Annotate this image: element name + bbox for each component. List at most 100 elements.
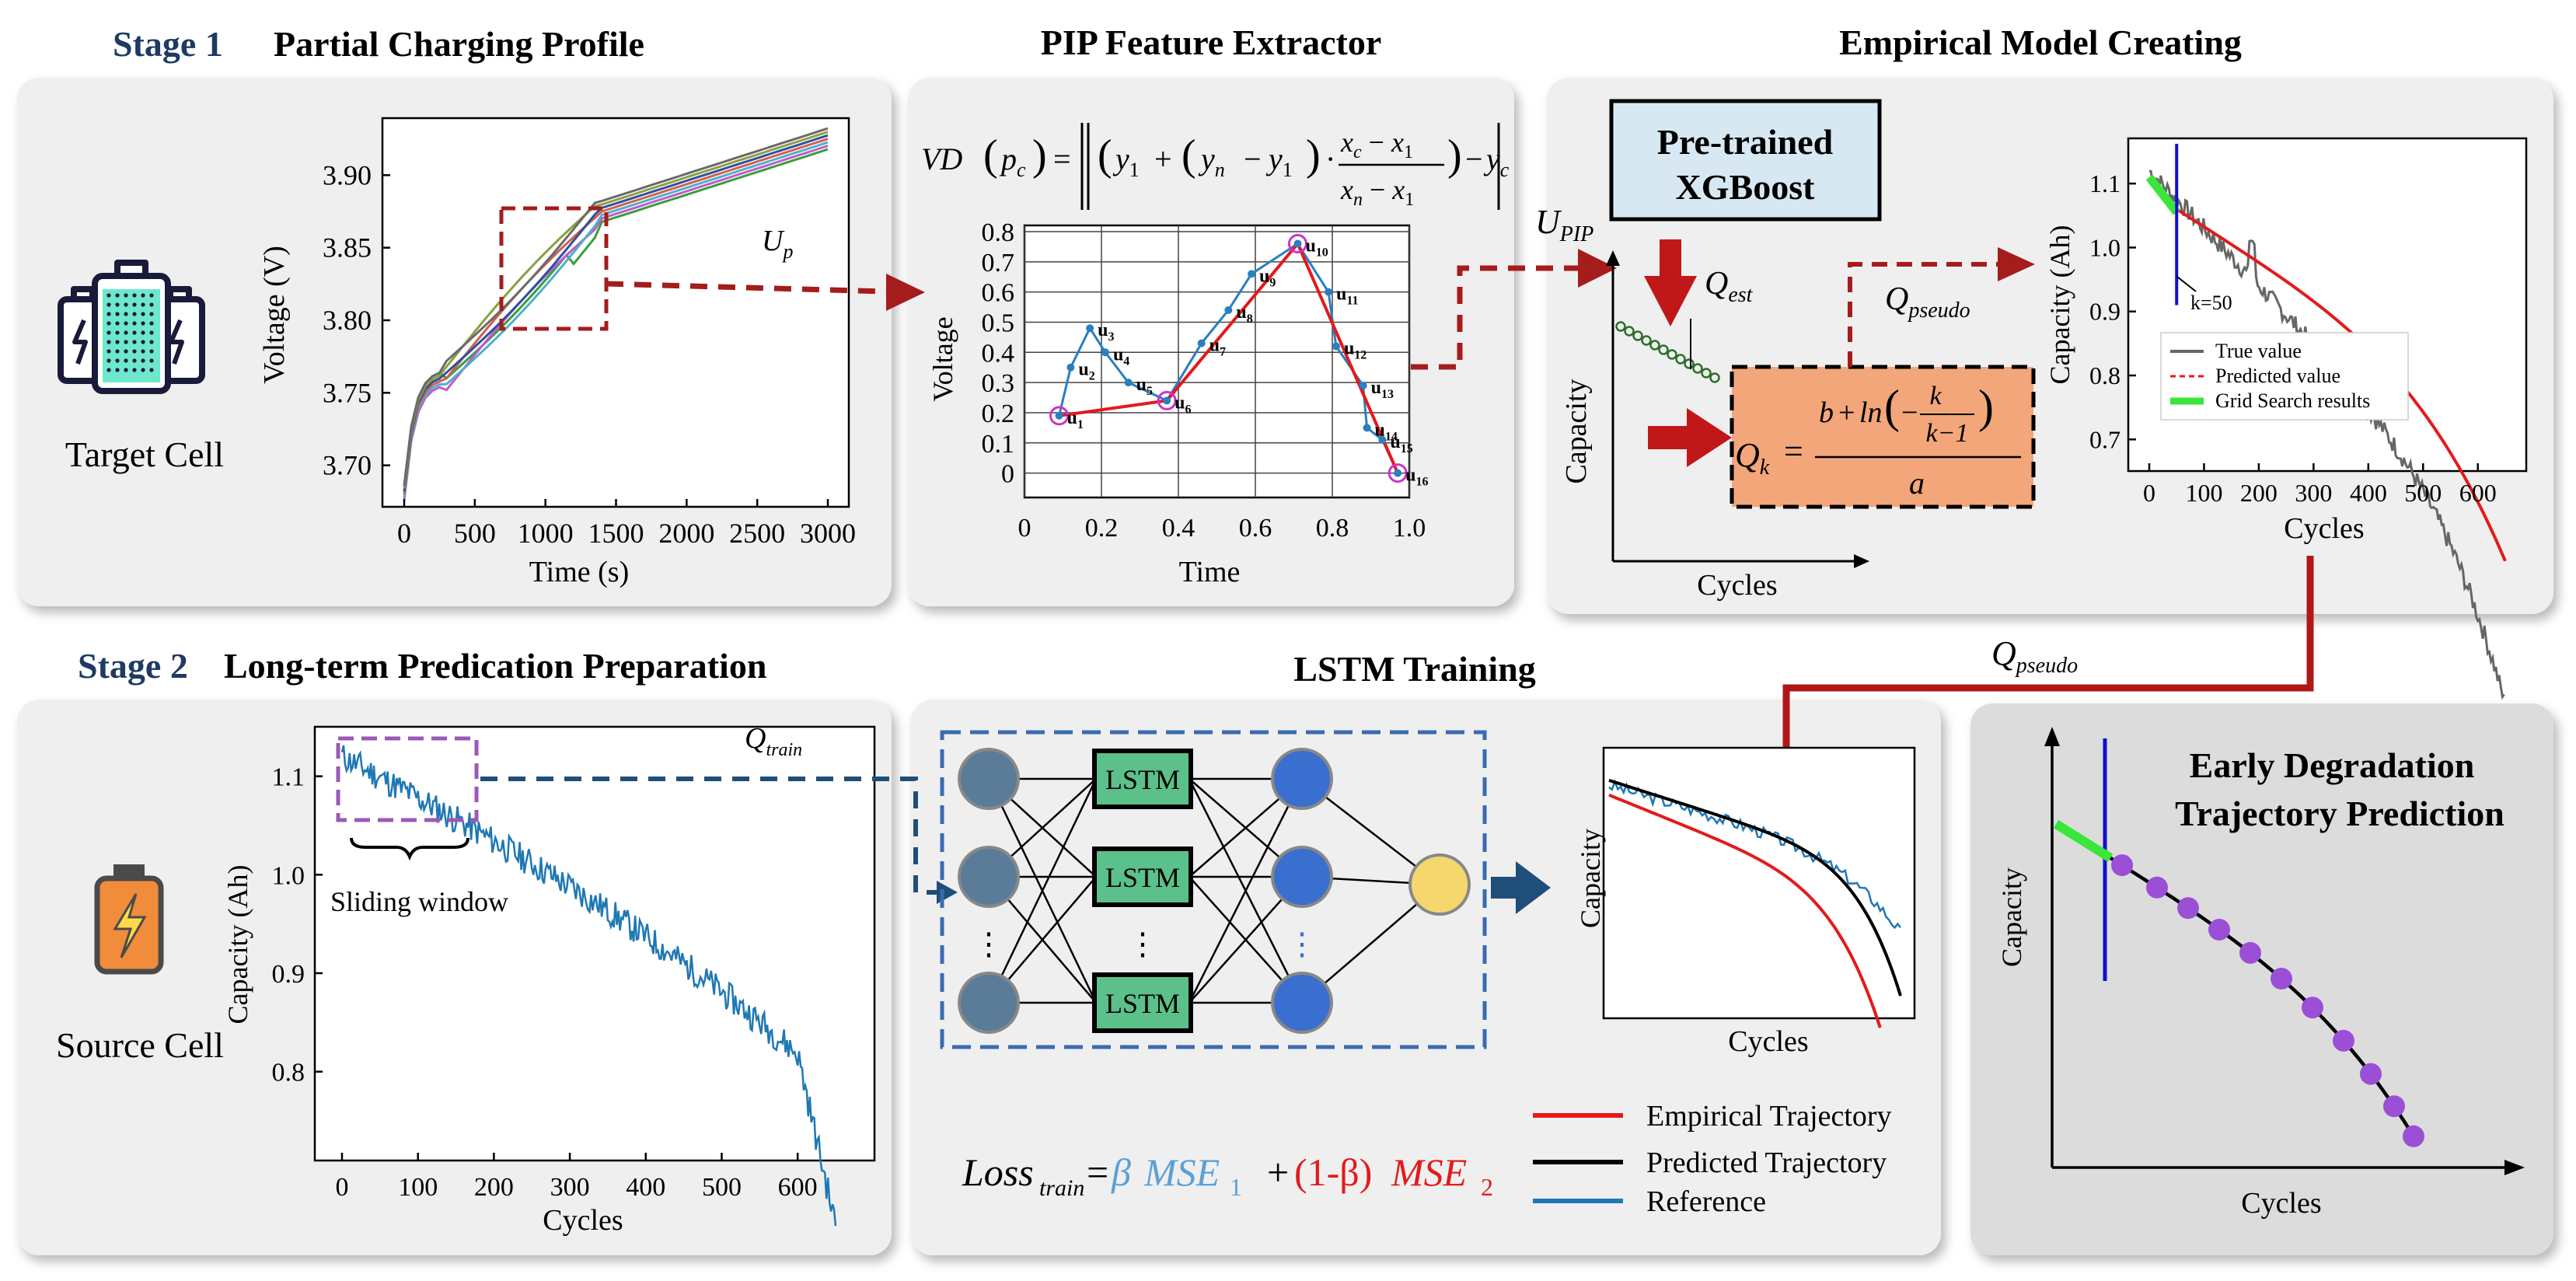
lstm-cell — [1092, 846, 1193, 907]
q-pseudo-label-top: Qpseudo — [1885, 281, 1970, 323]
prediction-xlabel: Cycles — [2241, 1187, 2321, 1220]
battery-dot — [132, 321, 137, 326]
pip-grid — [1024, 225, 1410, 497]
battery-dot — [115, 340, 120, 344]
pip-y-tick-label: 0.1 — [982, 430, 1015, 459]
arrow-into-qk-head — [1687, 408, 1732, 467]
voltage-curves — [403, 127, 829, 501]
vd-formula: VD ( pc ) = ( y1 + ( yn − y1 ) · xc − x1… — [921, 123, 1510, 210]
source-ylabel: Capacity (Ah) — [222, 865, 253, 1024]
legend-grid: Grid Search results — [2215, 389, 2370, 412]
k-label: k=50 — [2190, 291, 2232, 314]
battery-dot — [141, 312, 145, 316]
svg-text:a: a — [1909, 466, 1925, 501]
src-x-tick-label: 500 — [702, 1173, 742, 1202]
capacity-sample-dot — [1658, 344, 1669, 355]
battery-dot — [132, 340, 137, 344]
predicted-trajectory — [1608, 778, 1902, 997]
pip-point-label-sub: 1 — [1077, 418, 1084, 431]
pip-point-label-sub: 4 — [1123, 354, 1129, 368]
battery-dot — [115, 293, 120, 298]
lstm-mini-ylabel: Capacity — [1575, 829, 1606, 928]
svg-text:): ) — [1978, 381, 1994, 432]
battery-dots — [106, 293, 154, 372]
svg-text:(1-β): (1-β) — [1294, 1150, 1372, 1194]
pip-y-tick-label: 0.3 — [982, 369, 1015, 398]
cap-y-tick-label: 1.1 — [2089, 169, 2120, 197]
input-node — [958, 846, 1020, 908]
pip-point — [1163, 396, 1171, 405]
arrow-lstm-output — [1491, 861, 1551, 914]
qk-formula: Qk = b + ln ( − k k−1 ) a — [1735, 381, 2021, 501]
battery-dot — [115, 368, 120, 372]
pip-point — [1359, 382, 1367, 389]
predicted-point — [2239, 941, 2261, 964]
pip-raw-line — [1058, 242, 1399, 474]
cap-y-tick-label: 0.8 — [2089, 361, 2120, 389]
stage1-title: Partial Charging Profile — [274, 24, 644, 64]
svg-text:2: 2 — [1481, 1173, 1493, 1201]
battery-dot — [149, 358, 154, 363]
src-y-tick-label: 1.1 — [272, 763, 305, 792]
battery-dot — [115, 349, 120, 354]
battery-dot — [106, 302, 111, 307]
svg-text:−: − — [1465, 141, 1483, 176]
battery-charging-icon — [94, 864, 164, 975]
x-tick-label: 1500 — [588, 518, 644, 549]
battery-dot — [115, 321, 120, 326]
source-capacity-line — [340, 745, 837, 1227]
legend-predicted: Predicted value — [2215, 365, 2340, 387]
q-pseudo-label-link: Qpseudo — [1991, 634, 2078, 678]
pip-point-label-sub: 3 — [1108, 330, 1115, 344]
battery-dot — [141, 358, 145, 363]
svg-text:+: + — [1267, 1150, 1289, 1194]
battery-dot — [106, 340, 111, 344]
y-tick-label: 3.80 — [323, 305, 372, 336]
predicted-point — [2403, 1125, 2424, 1147]
battery-dot — [124, 349, 128, 354]
pip-point — [1224, 305, 1233, 314]
voltage-y-ticks: 3.703.753.803.853.90 — [323, 159, 390, 481]
up-selection-box — [499, 206, 609, 331]
battery-dot — [106, 349, 111, 354]
pip-point — [1293, 239, 1302, 248]
voltage-curve — [403, 145, 829, 501]
cap-x-tick-label: 300 — [2295, 479, 2332, 507]
sliding-window-label: Sliding window — [330, 886, 508, 917]
cap-x-tick-label: 200 — [2240, 479, 2278, 507]
capacity-sample-dot — [1615, 321, 1626, 332]
voltage-curve — [403, 148, 829, 486]
battery-dot — [124, 368, 128, 372]
lstm-mini-xlabel: Cycles — [1728, 1025, 1808, 1058]
battery-dot — [132, 330, 137, 335]
src-y-tick-label: 0.9 — [272, 960, 305, 989]
pip-x-tick-label: 1.0 — [1393, 514, 1426, 543]
pip-point — [1086, 324, 1094, 333]
lstm-title: LSTM Training — [1293, 649, 1535, 689]
voltage-ylabel: Voltage (V) — [258, 246, 291, 384]
prediction-chart: Capacity Cycles — [1996, 727, 2525, 1220]
src-x-tick-label: 200 — [474, 1173, 514, 1202]
pip-point — [1124, 379, 1133, 387]
cap-y-tick-label: 1.0 — [2089, 233, 2120, 261]
panel-early-prediction — [1970, 703, 2553, 1255]
predicted-line — [2176, 208, 2507, 562]
src-x-tick-label: 0 — [336, 1173, 349, 1202]
predicted-point — [2208, 919, 2230, 941]
x-tick-label: 1000 — [518, 518, 574, 549]
cap-y-tick-label: 0.7 — [2089, 425, 2120, 453]
pip-y-tick-label: 0.6 — [982, 279, 1015, 308]
pip-y-tick-label: 0.7 — [982, 249, 1015, 277]
arrow-head-qk-to-capacity — [1998, 247, 2035, 281]
battery-dot — [141, 368, 145, 372]
svg-text:=: = — [1053, 141, 1071, 176]
svg-text:−: − — [1244, 141, 1262, 176]
battery-dot — [124, 340, 128, 344]
battery-dot — [149, 312, 154, 316]
battery-dot — [106, 293, 111, 298]
src-x-tick-label: 400 — [626, 1173, 665, 1202]
pip-point-label-sub: 9 — [1269, 276, 1276, 289]
svg-text:=: = — [1784, 432, 1803, 470]
